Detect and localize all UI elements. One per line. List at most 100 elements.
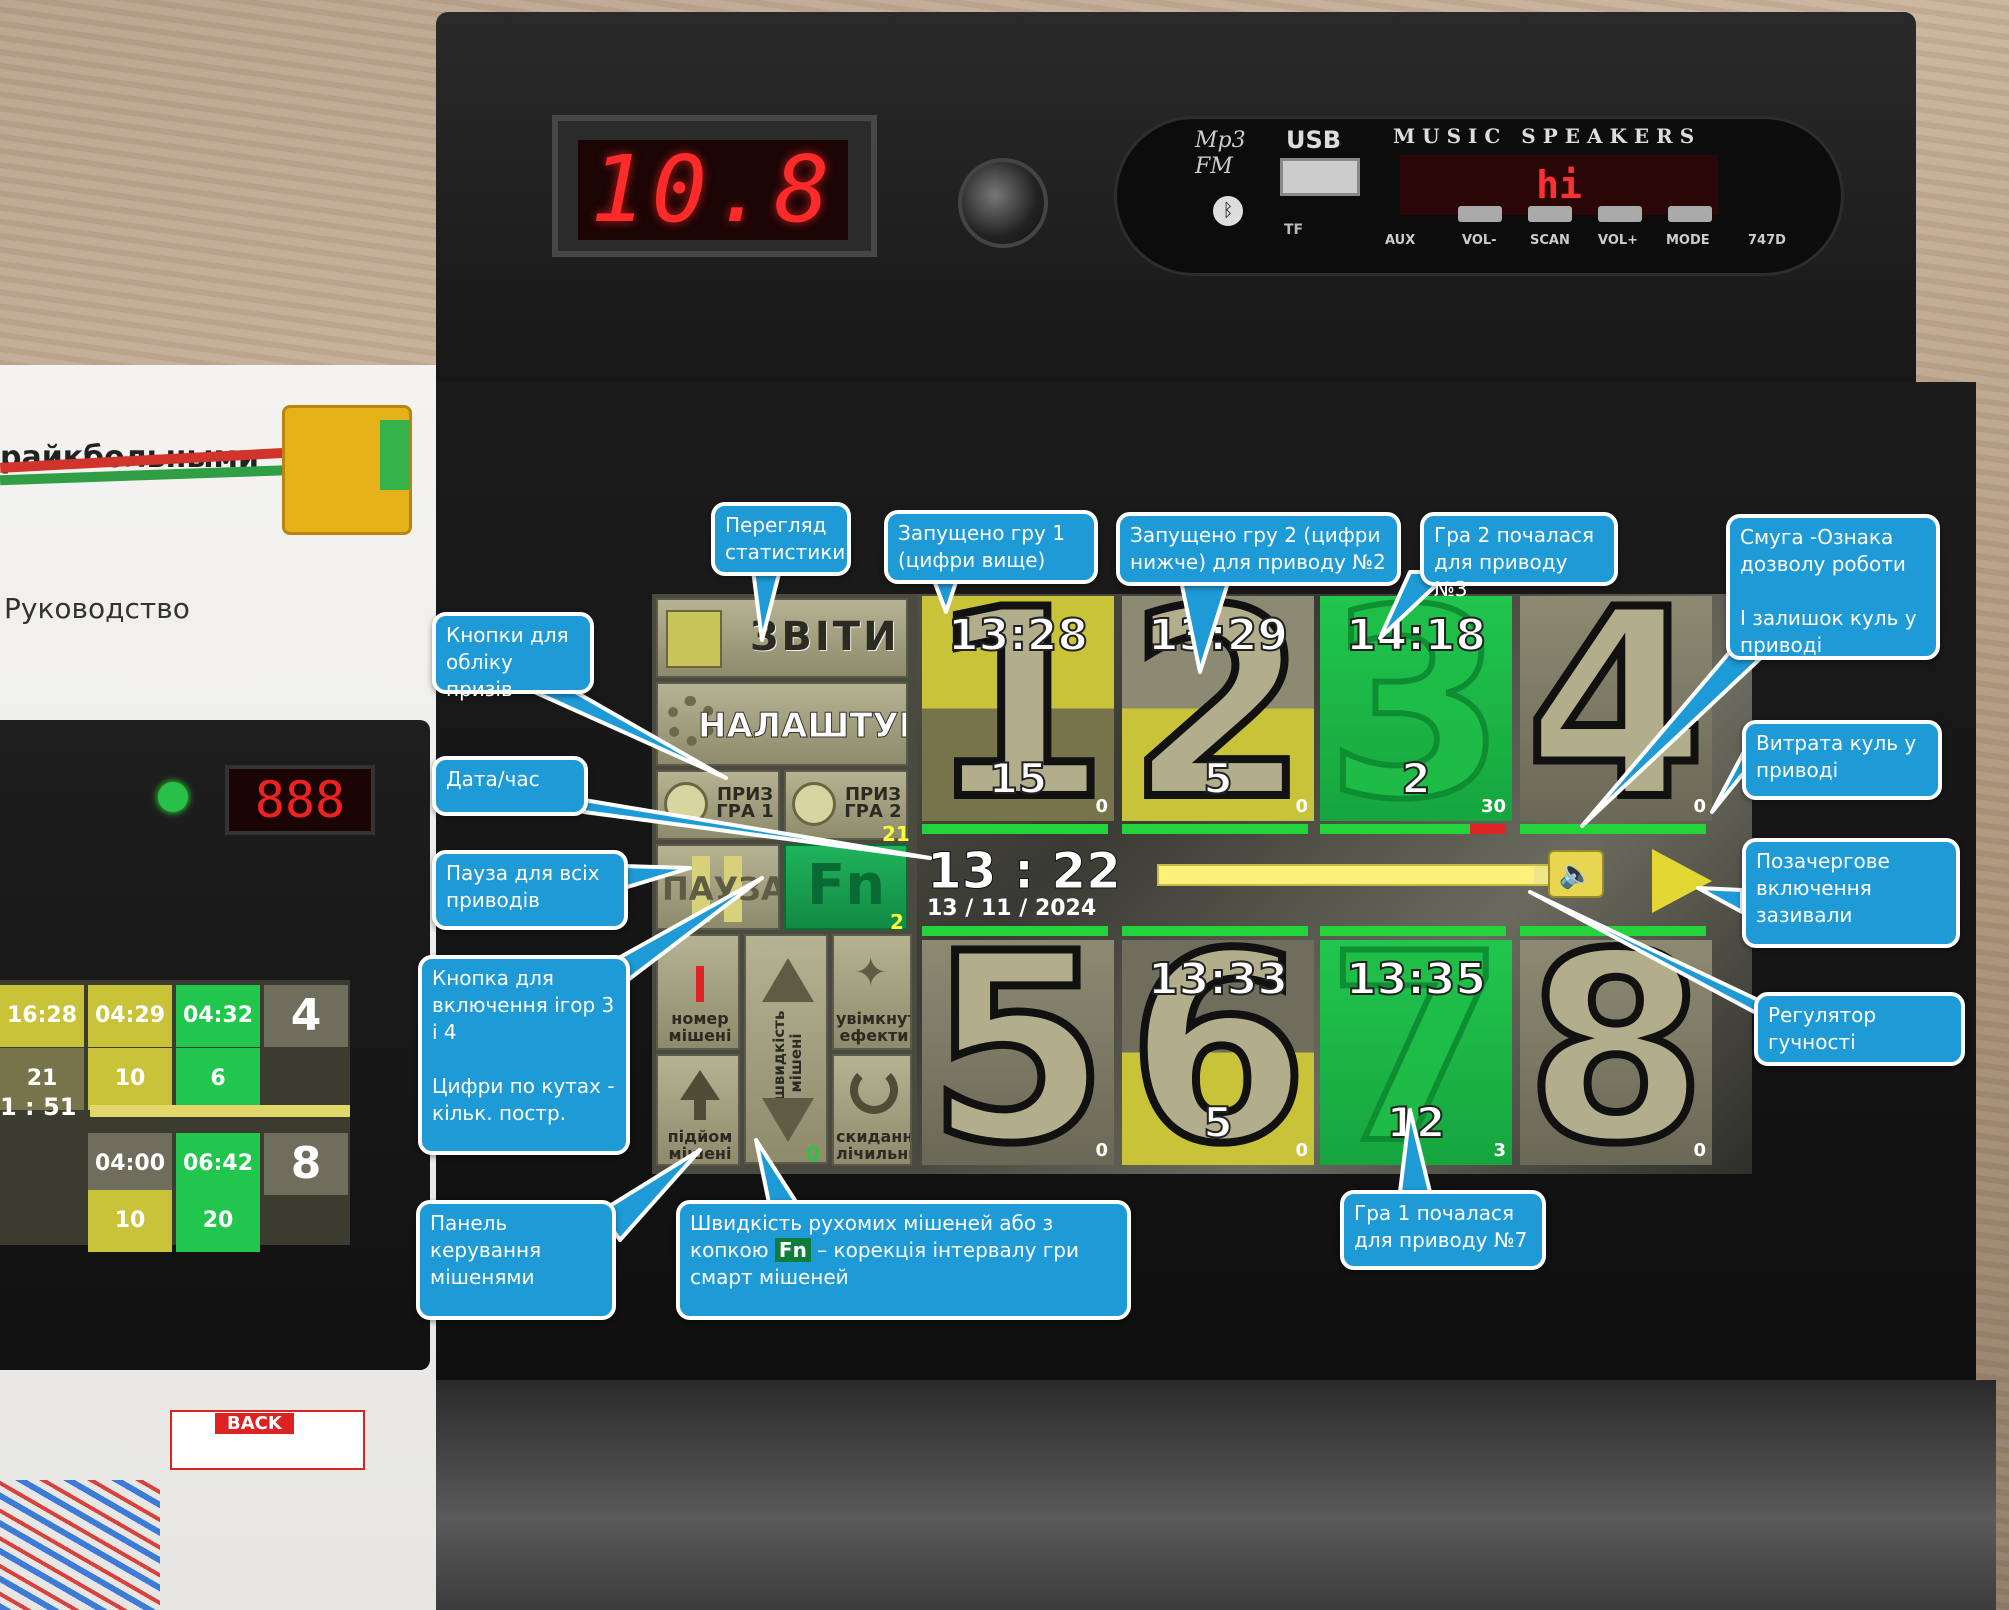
sm-tile-8: 06:42 [176, 1133, 260, 1195]
volume-knob[interactable]: 🔈 [1548, 850, 1604, 898]
drive-status-strip [1520, 926, 1706, 936]
reset-counter-button[interactable]: скидання лічильника [832, 1054, 912, 1166]
raise-target-label: підйом мішені [667, 1127, 733, 1163]
connector-tip [380, 420, 410, 490]
callout-stats: Перегляд статистики [711, 502, 851, 576]
drive-ammo-used: 30 [1480, 796, 1506, 817]
pause-label: ПАУЗА [662, 870, 780, 908]
arrow-up-stem [694, 1100, 706, 1120]
callout-game1-began: Гра 1 почалася для приводу №7 [1340, 1190, 1546, 1270]
drive-number: 1 [924, 596, 1113, 821]
device-base [436, 1380, 1996, 1610]
sm-tile-1: 16:28 [0, 985, 84, 1047]
fn-corner-top: 21 [882, 822, 910, 846]
mode-button[interactable] [1668, 206, 1712, 222]
mp3-display: hi [1400, 155, 1718, 215]
drive-count: 5 [1202, 1097, 1233, 1148]
vol-minus-button[interactable] [1458, 206, 1502, 222]
drive-number: 8 [1522, 940, 1711, 1165]
mp3-logo: Mp3 FM [1195, 128, 1246, 180]
secondary-screen: 16:28 04:29 04:32 4 21 10 6 06:42 04:00 … [0, 980, 350, 1252]
fn-label: Fn [806, 853, 886, 918]
effects-label: увімкнути ефекти [836, 1009, 910, 1045]
power-button[interactable] [958, 158, 1048, 248]
reports-button[interactable]: ЗВІТИ [656, 598, 908, 678]
prize-game1-button[interactable]: ПРИЗ ГРА 1 [656, 770, 780, 840]
aux-label: AUX [1385, 233, 1416, 248]
vol-minus-label: VOL- [1462, 233, 1497, 248]
speed-value: 0 [806, 1142, 820, 1166]
target-number-button[interactable]: номер мішені [656, 934, 740, 1050]
drive-ammo-used: 0 [1693, 796, 1706, 817]
arrow-up-icon [680, 1070, 720, 1100]
drive-count: 2 [1400, 753, 1431, 804]
usb-label: USB [1286, 126, 1342, 154]
drive-ammo-used: 0 [1693, 1140, 1706, 1161]
volume-slider-track[interactable] [1157, 864, 1587, 886]
callout-panel: Панель керування мішенями [416, 1200, 616, 1320]
medal-icon [792, 782, 836, 826]
callout-speed-fn: Fn [774, 1238, 811, 1262]
sm-tile-10: 20 [176, 1190, 260, 1252]
bottom-cables [0, 1480, 160, 1610]
drive-ammo-used: 0 [1095, 796, 1108, 817]
callout-game1-started: Запущено гру 1 (цифри вище) [884, 510, 1098, 584]
scan-label: SCAN [1530, 233, 1570, 248]
magic-wand-icon: ✦ [854, 950, 888, 996]
settings-label: НАЛАШТУВАТИ [698, 706, 906, 747]
sm-tile-5: 21 [0, 1048, 84, 1110]
pause-button[interactable]: ПАУЗА [656, 844, 780, 930]
secondary-volume-bar [90, 1105, 350, 1117]
sm-tile-4: 4 [264, 985, 348, 1047]
drive-status-strip [1320, 926, 1506, 936]
speed-control[interactable]: швидкість мішені [744, 934, 828, 1164]
sm-tile-12: 8 [264, 1133, 348, 1195]
callout-pause-all: Пауза для всіх приводів [432, 850, 628, 930]
drive-status-strip [1320, 824, 1506, 834]
effects-button[interactable]: ✦ увімкнути ефекти [832, 934, 912, 1050]
drive-status-strip [922, 926, 1108, 936]
priority-call-button[interactable] [1652, 849, 1712, 913]
callout-prize-buttons: Кнопки для обліку призів [432, 612, 594, 701]
callout-game2-began: Гра 2 почалася для приводу №3 [1420, 512, 1618, 601]
usb-port[interactable] [1280, 158, 1360, 196]
drive-number: 6 [1124, 940, 1313, 1165]
raise-target-button[interactable]: підйом мішені [656, 1054, 740, 1166]
secondary-led-display: 888 [225, 765, 375, 835]
target-number-label: номер мішені [668, 1009, 732, 1045]
mp3-logo-top: Mp3 [1195, 128, 1246, 153]
settings-button[interactable]: НАЛАШТУВАТИ [656, 682, 908, 766]
drive-game-time: 13:35 [1345, 953, 1487, 1006]
sm-tile-7: 6 [176, 1048, 260, 1110]
drive-count: 5 [1202, 753, 1233, 804]
callout-strip: Смуга -Ознака дозволу роботи І залишок к… [1726, 514, 1940, 660]
sm-tile-9: 04:00 [88, 1133, 172, 1195]
volume-slider-fill [1159, 866, 1534, 884]
drive-status-strip [1122, 824, 1308, 834]
vol-plus-button[interactable] [1598, 206, 1642, 222]
bluetooth-icon: ᛒ [1213, 196, 1243, 226]
callout-speed-pre: Швидкість рухомих мішеней або з копкою [690, 1211, 1054, 1262]
drive-ammo-used: 0 [1095, 1140, 1108, 1161]
manual-text-2: Руководство [4, 592, 190, 625]
drive-count: 15 [988, 753, 1048, 804]
sm-tile-11: 10 [88, 1190, 172, 1252]
tf-label: TF [1284, 222, 1304, 238]
callout-priority: Позачергове включення зазивали [1742, 838, 1960, 948]
medal-icon [664, 782, 708, 826]
scan-button[interactable] [1528, 206, 1572, 222]
secondary-power-led [158, 782, 188, 812]
drive-game-time: 14:18 [1345, 609, 1487, 662]
sm-tile-6: 10 [88, 1048, 172, 1110]
fn-corner-bottom: 2 [890, 910, 904, 934]
drive-count: 12 [1386, 1097, 1446, 1148]
voltmeter-display: 10.8 [578, 140, 848, 240]
